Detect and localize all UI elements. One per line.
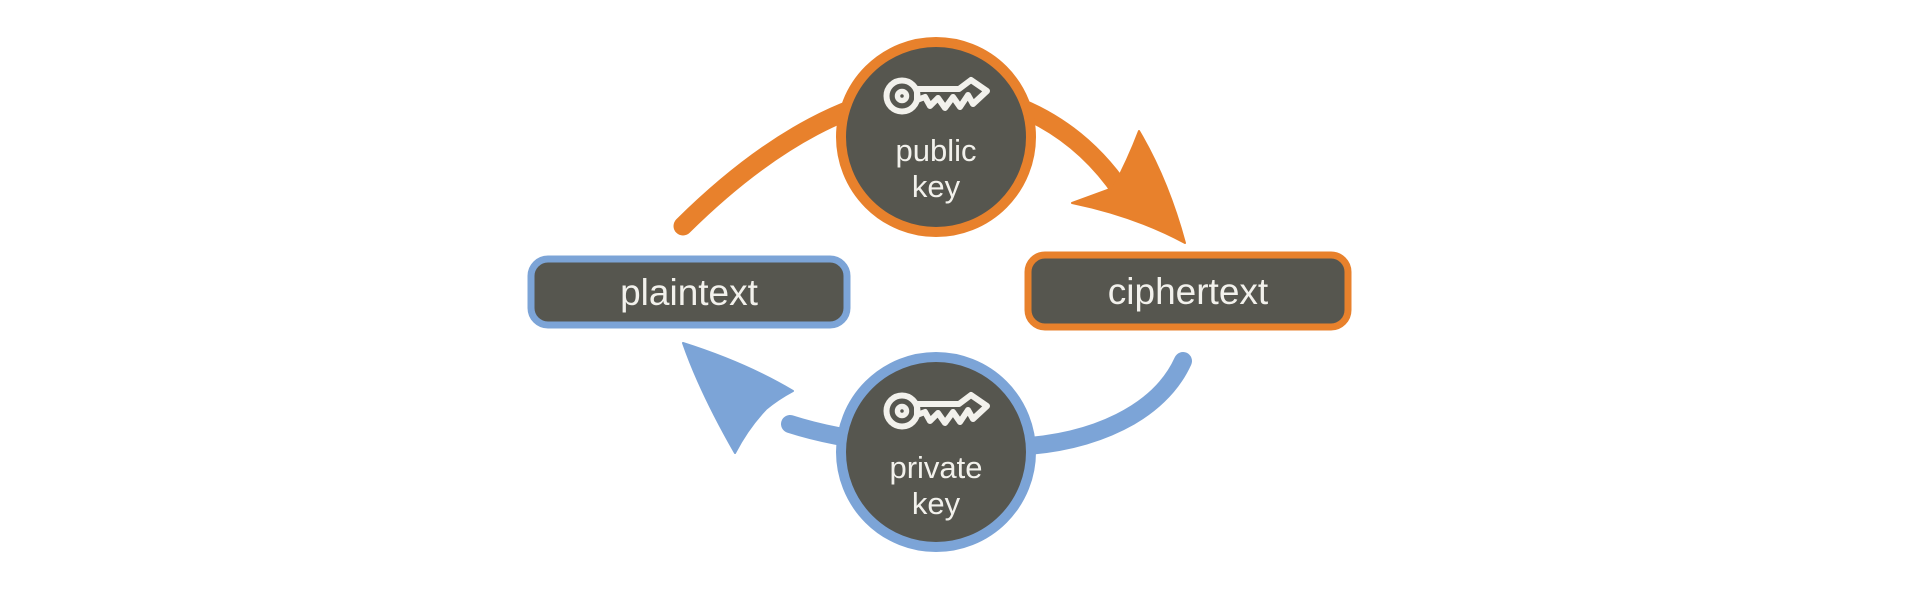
private-key-label-line2: key	[912, 486, 961, 521]
plaintext-label: plaintext	[620, 272, 759, 313]
plaintext-rect	[527, 255, 851, 329]
decrypt-arrowhead-icon	[682, 342, 794, 454]
private-key-node: private key	[836, 352, 1036, 552]
private-key-label-line1: private	[889, 450, 982, 485]
public-key-node: public key	[836, 37, 1036, 237]
ciphertext-label: ciphertext	[1108, 271, 1269, 312]
ciphertext-rect	[1024, 251, 1352, 331]
plaintext-box: plaintext	[527, 255, 851, 329]
encrypt-arrowhead-icon	[1071, 130, 1186, 244]
public-key-label-line1: public	[896, 133, 977, 168]
key-icon	[883, 77, 990, 115]
key-icon	[883, 392, 990, 430]
ciphertext-box: ciphertext	[1024, 251, 1352, 331]
public-key-label-line2: key	[912, 169, 961, 204]
